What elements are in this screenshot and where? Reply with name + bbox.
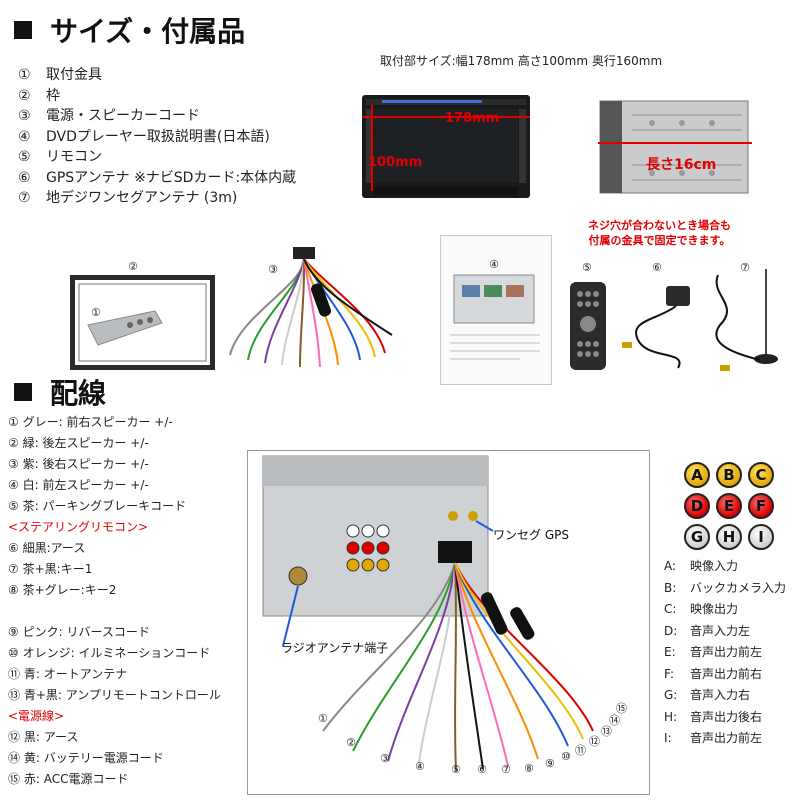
legend-item: H:音声出力後右 <box>664 709 763 724</box>
gps-antenna-photo <box>618 280 698 375</box>
rca-ball-grid: A B C D E F G H I <box>684 462 776 554</box>
manual-photo <box>439 234 553 386</box>
legend-item: D:音声入力左 <box>664 623 751 638</box>
rca-ball-icon: F <box>748 493 774 519</box>
section-title-text: 配線 <box>50 377 107 410</box>
unit-front-photo <box>362 95 530 198</box>
wire-number: ⑫ <box>589 735 600 748</box>
part-number: ⑥ <box>652 261 662 274</box>
part-number: ④ <box>489 258 499 271</box>
legend-item: E:音声出力前左 <box>664 645 763 659</box>
part-number: ① <box>91 306 101 319</box>
rca-ball-icon: G <box>684 524 710 550</box>
note-line: ネジ穴が合わないとき場合も <box>588 219 731 232</box>
list-item: ⑮ 赤: ACC電源コード <box>8 772 129 786</box>
wire-number: ⑭ <box>609 714 620 727</box>
list-item: ⑩ オレンジ: イルミネーションコード <box>8 646 211 660</box>
rca-legend: A:映像入力 B:バックカメラ入力 C:映像出力 D:音声入力左 E:音声出力前… <box>664 556 786 750</box>
radio-antenna-callout: ラジオアンテナ端子 <box>281 641 389 655</box>
section-title-text: サイズ・付属品 <box>50 15 246 48</box>
harness-photo <box>220 245 400 380</box>
legend-item: G:音声入力右 <box>664 688 751 702</box>
wire-number: ⑨ <box>545 757 555 770</box>
legend-item: B:バックカメラ入力 <box>664 580 787 595</box>
legend-item: C:映像出力 <box>664 602 739 616</box>
list-item: ⑬ 青+黒: アンプリモートコントロール <box>8 688 221 702</box>
rca-ball-icon: E <box>716 493 742 519</box>
power-heading: <電源線> <box>8 709 65 723</box>
wire-number: ① <box>318 712 328 725</box>
legend-item: F:音声出力前右 <box>664 666 763 681</box>
wire-number: ⑪ <box>575 744 586 757</box>
rca-ball-icon: D <box>684 493 710 519</box>
wiring-photo <box>247 450 650 795</box>
wire-number: ⑤ <box>451 763 461 776</box>
frame-photo <box>69 274 216 371</box>
heading-square-icon <box>14 383 32 401</box>
rca-ball-icon: A <box>684 462 710 488</box>
list-item: ⑭ 黄: バッテリー電源コード <box>8 751 164 765</box>
note-line: 付属の金具で固定できます。 <box>588 234 731 247</box>
heading-square-icon <box>14 21 32 39</box>
rca-ball-icon: B <box>716 462 742 488</box>
mounting-note: ネジ穴が合わないとき場合も 付属の金具で固定できます。 <box>588 218 731 248</box>
steering-heading: <ステアリングリモコン> <box>8 520 149 534</box>
dim-depth-label: 長さ16cm <box>646 157 717 173</box>
wire-number: ② <box>346 736 356 749</box>
list-item: ③ 紫: 後右スピーカー +/- <box>8 457 149 471</box>
oneseg-antenna-photo <box>700 265 780 380</box>
list-item: ⑪ 青: オートアンテナ <box>8 667 128 681</box>
wire-number: ③ <box>380 752 390 765</box>
list-item: ⑫ 黒: アース <box>8 730 79 744</box>
rca-ball-icon: C <box>748 462 774 488</box>
part-number: ⑤ <box>582 261 592 274</box>
list-item: ⑧ 茶+グレー:キー2 <box>8 583 117 597</box>
rca-ball-icon: I <box>748 524 774 550</box>
list-item: ⑥ 細黒:アース <box>8 541 86 555</box>
oneseg-gps-callout: ワンセグ GPS <box>493 528 569 542</box>
legend-item: A:映像入力 <box>664 559 739 573</box>
section-title-size: サイズ・付属品 <box>14 10 245 50</box>
part-number: ③ <box>268 263 278 276</box>
wire-number: ⑥ <box>477 763 487 776</box>
dim-width-label: 178mm <box>445 111 500 126</box>
unit-side-photo <box>592 95 756 198</box>
wire-number: ⑧ <box>524 762 534 775</box>
wire-number: ⑮ <box>616 702 627 715</box>
remote-photo <box>568 280 608 372</box>
rca-ball-icon: H <box>716 524 742 550</box>
wire-number: ⑩ <box>561 750 571 763</box>
list-item: ① グレー: 前右スピーカー +/- <box>8 415 173 429</box>
wiring-list: ① グレー: 前右スピーカー +/- ② 緑: 後左スピーカー +/- ③ 紫:… <box>8 412 221 790</box>
legend-item: I:音声出力前左 <box>664 731 763 745</box>
install-size-text: 取付部サイズ:幅178mm 高さ100mm 奥行160mm <box>380 54 663 68</box>
part-number: ② <box>128 260 138 273</box>
list-item: ⑤ 茶: パーキングブレーキコード <box>8 499 187 513</box>
part-number: ⑦ <box>740 261 750 274</box>
list-item: ④ 白: 前左スピーカー +/- <box>8 478 149 492</box>
dim-height-label: 100mm <box>368 155 423 170</box>
wire-number: ④ <box>415 760 425 773</box>
wire-number: ⑬ <box>601 725 612 738</box>
list-item: ② 緑: 後左スピーカー +/- <box>8 436 149 450</box>
wire-number: ⑦ <box>501 763 511 776</box>
list-item: ⑨ ピンク: リバースコード <box>8 625 150 639</box>
section-title-wiring: 配線 <box>14 372 106 412</box>
list-item: ⑦ 茶+黒:キー1 <box>8 562 93 576</box>
